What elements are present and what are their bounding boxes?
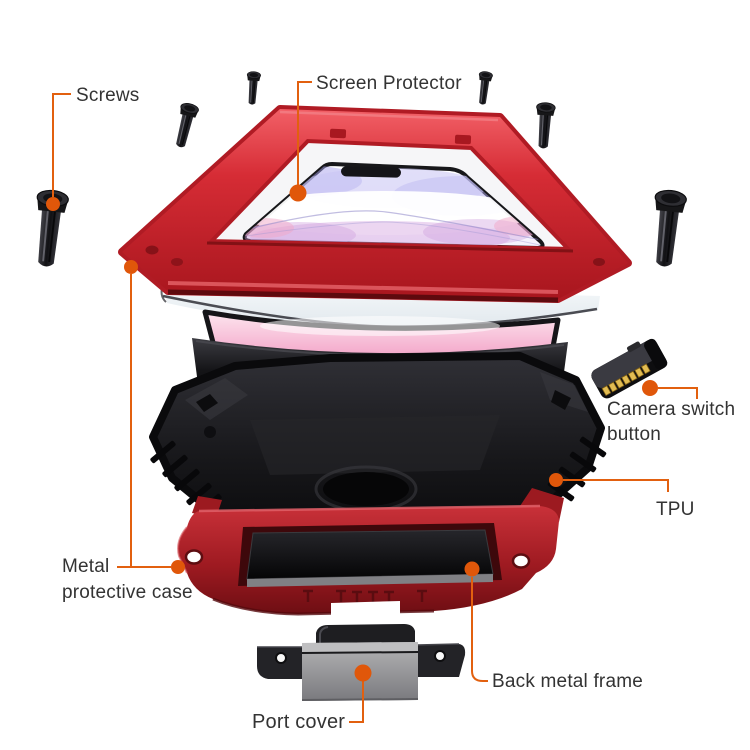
port-cover-right-hole	[434, 650, 446, 662]
label-camera-switch-button: Camera switch button	[607, 397, 735, 447]
screw-upper-left	[170, 101, 201, 150]
label-metal-case-line1: Metal	[62, 556, 110, 577]
dot-tpu	[549, 473, 563, 487]
front-metal-frame	[118, 105, 632, 303]
dot-metal-case-back	[171, 560, 185, 574]
label-screen-protector: Screen Protector	[316, 73, 462, 94]
label-tpu: TPU	[656, 499, 695, 520]
leader-metal-case	[117, 274, 171, 568]
tpu-port-opening	[323, 472, 409, 506]
label-screws: Screws	[76, 85, 140, 106]
leader-screen-protector	[297, 81, 312, 185]
screw-top-center	[244, 70, 262, 106]
camera-switch-button	[591, 338, 668, 399]
back-frame-left-screw-hole	[184, 549, 204, 565]
back-frame-right-screw-hole	[511, 553, 531, 569]
leader-back-metal-frame	[471, 577, 488, 682]
port-cover	[257, 624, 466, 701]
label-camera-switch-line1: Camera switch	[607, 399, 736, 420]
label-back-metal-frame: Back metal frame	[492, 671, 644, 692]
leader-screws	[52, 93, 71, 197]
back-frame-port-cutout	[331, 601, 400, 623]
screw-large-right	[647, 188, 689, 270]
label-metal-case-line2: protective case	[62, 582, 193, 603]
dot-screen-protector	[289, 184, 307, 202]
screw-top-right	[475, 70, 494, 106]
dynamic-island	[341, 166, 401, 178]
label-camera-switch-line2: button	[607, 424, 662, 445]
dot-screws	[46, 197, 60, 211]
label-port-cover: Port cover	[252, 711, 346, 733]
back-plate	[246, 529, 494, 587]
dot-port-cover	[354, 664, 372, 682]
tpu-case	[149, 352, 607, 538]
leader-dots	[46, 184, 658, 682]
leader-camera-switch	[658, 387, 698, 399]
dot-metal-case-front	[124, 260, 138, 274]
screw-upper-right	[533, 101, 557, 150]
leader-lines	[52, 81, 698, 723]
label-metal-protective-case: Metal protective case	[62, 554, 193, 606]
port-cover-left-hole	[275, 652, 287, 664]
leader-tpu	[563, 479, 669, 492]
gold-contacts	[601, 363, 651, 397]
dot-back-metal-frame	[464, 561, 480, 577]
dot-camera-switch	[642, 380, 658, 396]
leader-port-cover	[349, 681, 364, 723]
